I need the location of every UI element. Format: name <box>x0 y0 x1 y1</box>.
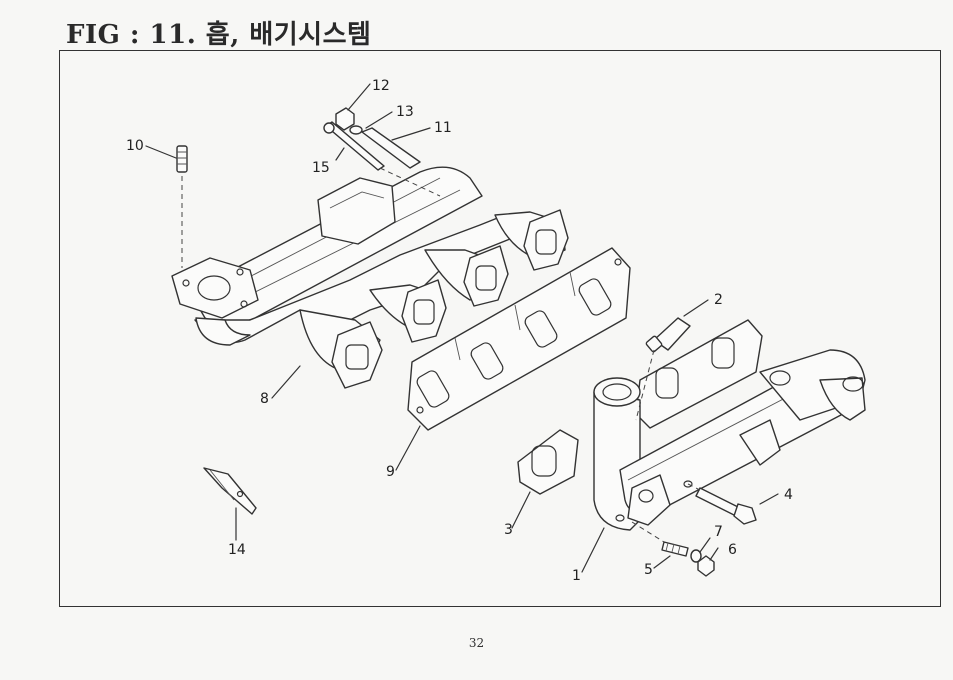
figure-title: FIG : 11. 흡, 배기시스템 <box>66 20 372 50</box>
stud-10 <box>176 145 188 268</box>
callout-12: 12 <box>372 78 390 94</box>
intake-manifold <box>171 166 569 389</box>
callout-3: 3 <box>504 522 513 538</box>
exhaust-manifold <box>593 349 866 531</box>
callout-13: 13 <box>396 104 414 120</box>
callout-numbers: 1 2 3 4 5 6 7 8 9 10 11 12 13 14 15 <box>126 78 793 584</box>
leader-lines <box>145 83 779 573</box>
callout-5: 5 <box>644 562 653 578</box>
callout-15: 15 <box>312 160 330 176</box>
diagram-frame <box>59 50 941 607</box>
callout-7: 7 <box>714 524 723 540</box>
callout-6: 6 <box>728 542 737 558</box>
bolt-4 <box>687 483 757 525</box>
callout-2: 2 <box>714 292 723 308</box>
intake-gasket <box>407 247 631 431</box>
callout-14: 14 <box>228 542 246 558</box>
callout-1: 1 <box>572 568 581 584</box>
hardware-top <box>323 107 441 197</box>
callout-10: 10 <box>126 138 144 154</box>
callout-4: 4 <box>784 487 793 503</box>
bracket-14 <box>203 467 257 515</box>
exhaust-gasket <box>517 319 763 495</box>
callout-9: 9 <box>386 464 395 480</box>
callout-11: 11 <box>434 120 452 136</box>
sensor-2 <box>635 317 691 421</box>
stud-washer-nut <box>631 521 715 577</box>
page-number: 32 <box>468 636 485 650</box>
callout-8: 8 <box>260 391 269 407</box>
